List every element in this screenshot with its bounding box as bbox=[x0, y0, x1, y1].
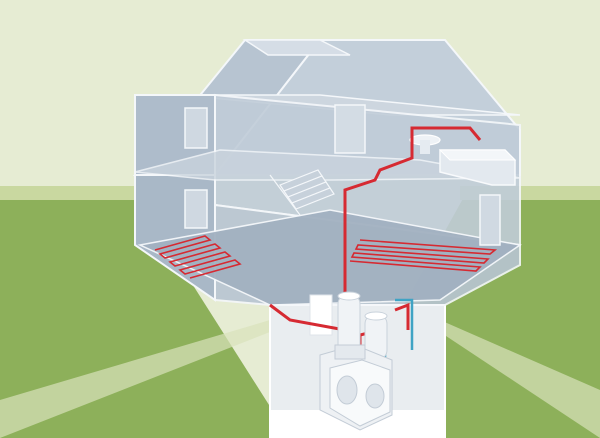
underfloor-heating-icon bbox=[154, 235, 498, 279]
underfloor-heating-right bbox=[349, 239, 498, 272]
door-cellar bbox=[309, 294, 333, 336]
door-right bbox=[479, 194, 501, 246]
ground-left bbox=[0, 186, 290, 438]
hot-water-tank-icon bbox=[337, 291, 388, 361]
roof-ridge bbox=[242, 39, 351, 56]
window-upper-center bbox=[334, 104, 366, 154]
washbasin-icon bbox=[409, 134, 441, 154]
window-lower-left bbox=[184, 189, 208, 229]
heat-pump-icon bbox=[319, 344, 393, 431]
window-upper-left bbox=[184, 107, 208, 149]
staircase-icon bbox=[269, 169, 335, 216]
bathtub-icon bbox=[438, 149, 517, 186]
ground-strip-left bbox=[0, 186, 140, 200]
first-floor-slab bbox=[134, 149, 521, 181]
supply-riser-pipe bbox=[343, 126, 482, 300]
return-pipe bbox=[394, 302, 410, 330]
underfloor-heating-left bbox=[154, 235, 242, 279]
floor-feed-pipe bbox=[269, 303, 346, 332]
house-cutaway-icon bbox=[132, 39, 522, 336]
path-left bbox=[0, 320, 275, 438]
path-right bbox=[440, 320, 600, 438]
ground-floor-slab bbox=[137, 209, 522, 306]
